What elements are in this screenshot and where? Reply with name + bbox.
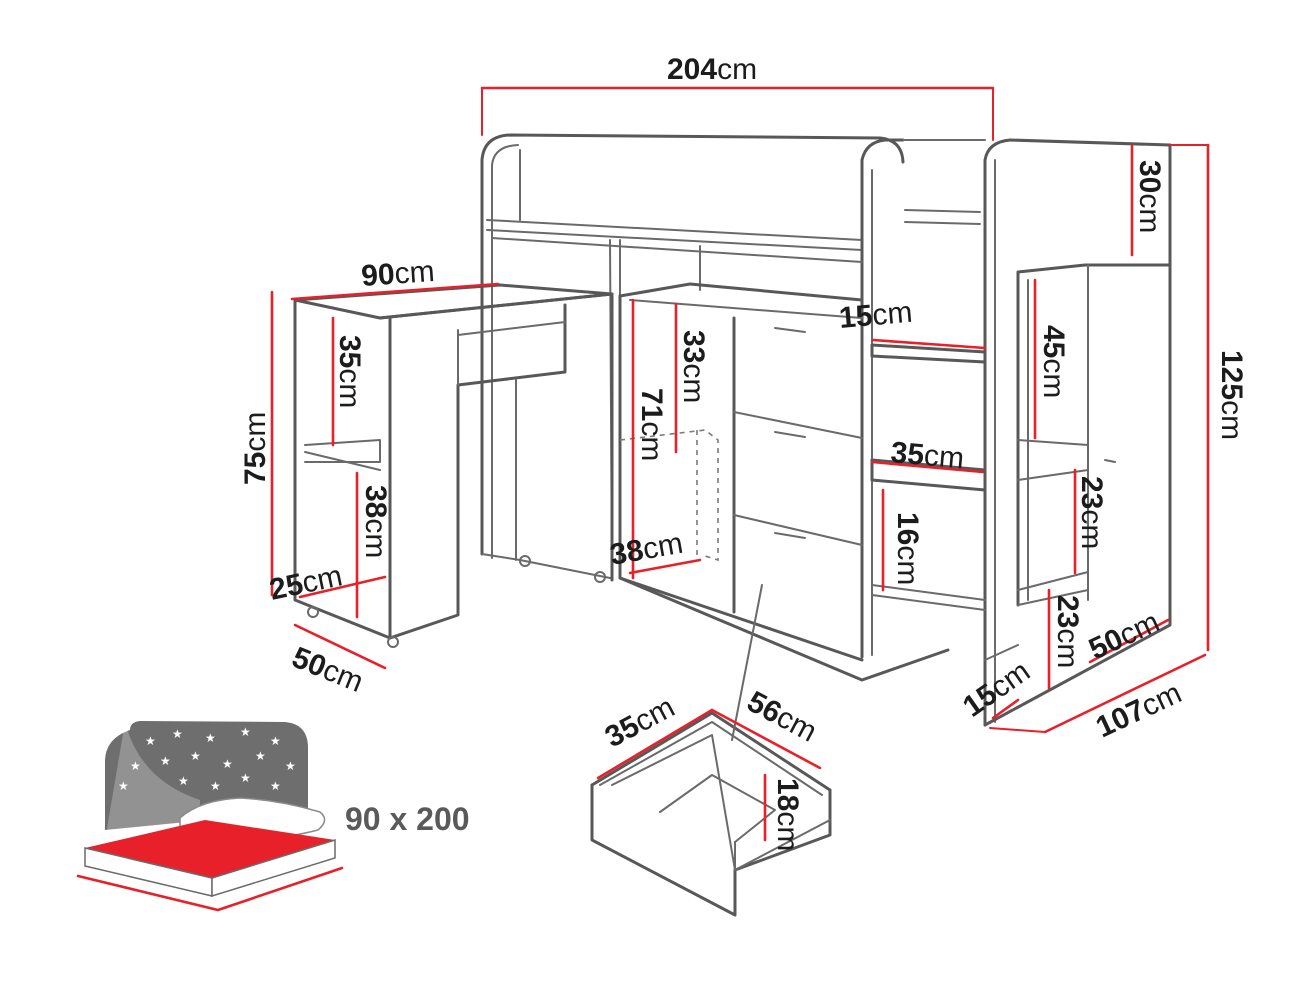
svg-text:★: ★ — [178, 774, 189, 788]
svg-text:★: ★ — [240, 725, 251, 739]
svg-text:★: ★ — [222, 757, 233, 771]
dimension-lines — [270, 86, 1210, 842]
label-desk-width: 90cm — [360, 255, 435, 293]
label-total-height: 125cm — [1215, 350, 1248, 440]
svg-text:★: ★ — [130, 759, 141, 773]
svg-text:★: ★ — [270, 734, 281, 748]
svg-text:★: ★ — [285, 759, 296, 773]
label-side-depth: 50cm — [1084, 605, 1164, 666]
label-bottom-step: 15cm — [957, 655, 1036, 724]
label-step-height: 16cm — [891, 512, 924, 585]
svg-text:★: ★ — [145, 734, 156, 748]
label-side-upper: 45cm — [1037, 325, 1070, 398]
svg-text:★: ★ — [172, 727, 183, 741]
svg-text:★: ★ — [255, 749, 266, 763]
label-desk-depth: 50cm — [287, 641, 367, 699]
label-side-shelf-mid: 23cm — [1075, 476, 1108, 549]
label-desk-shelf-depth: 25cm — [267, 559, 346, 607]
label-width-top: 204cm — [667, 53, 757, 86]
svg-text:★: ★ — [210, 779, 221, 793]
mattress-size-label: 90 x 200 — [345, 801, 470, 837]
label-side-shelf-low: 23cm — [1051, 595, 1084, 668]
label-desk-height: 75cm — [239, 412, 272, 485]
label-rail-height: 30cm — [1133, 160, 1166, 233]
label-cabinet-height: 71cm — [635, 388, 668, 461]
loft-bed-outline — [480, 133, 1172, 727]
dimension-labels: 204cm 90cm 75cm 35cm 38cm 25cm 50cm 33cm… — [239, 53, 1248, 851]
bed-icon: ★★ ★★ ★★ ★★ ★★ ★★ ★★ ★★ — [76, 721, 344, 912]
star-icon: ★★ ★★ ★★ ★★ ★★ ★★ ★★ ★★ — [118, 725, 296, 793]
svg-text:★: ★ — [270, 779, 281, 793]
label-step-width: 35cm — [889, 436, 965, 475]
svg-text:★: ★ — [205, 731, 216, 745]
svg-text:★: ★ — [118, 779, 129, 793]
drawer-outline — [590, 584, 832, 917]
label-desk-shelf-low: 38cm — [359, 485, 392, 558]
svg-text:★: ★ — [240, 771, 251, 785]
label-step-depth: 15cm — [838, 296, 914, 335]
label-desk-shelf-top: 35cm — [333, 335, 366, 408]
svg-text:★: ★ — [190, 749, 201, 763]
label-cabinet-upper: 33cm — [677, 330, 710, 403]
label-drawer-height: 18cm — [771, 778, 804, 851]
label-cabinet-depth: 38cm — [607, 527, 685, 572]
svg-text:★: ★ — [160, 754, 171, 768]
label-drawer-depth: 35cm — [600, 691, 680, 755]
